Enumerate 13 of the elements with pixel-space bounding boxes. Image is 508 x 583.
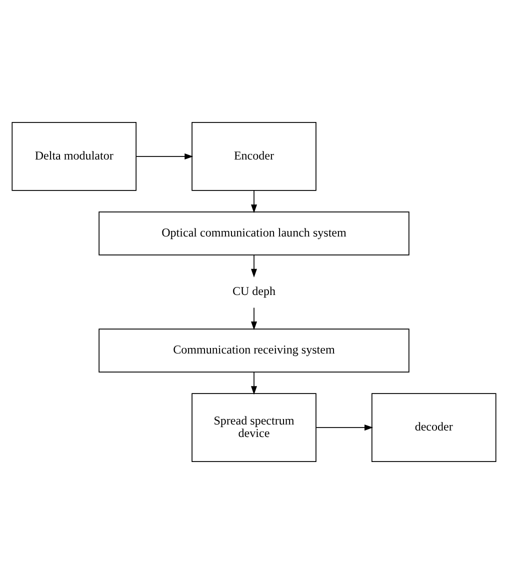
arrow [136, 152, 194, 159]
node-box: Optical communication launch system [98, 211, 410, 255]
node-box: decoder [371, 392, 496, 462]
node-text: CU deph [232, 284, 276, 298]
arrow [250, 306, 258, 330]
arrow [250, 190, 258, 213]
arrow [250, 254, 258, 277]
arrow [316, 424, 374, 430]
node-box: Delta modulator [12, 122, 137, 190]
arrow [250, 371, 258, 394]
node-box: Spread spectrum device [192, 392, 316, 462]
node-box: Encoder [192, 122, 316, 190]
node-box: Communication receiving system [98, 328, 410, 372]
